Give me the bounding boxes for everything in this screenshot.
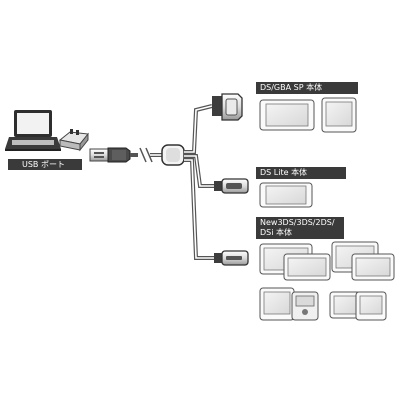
- usb-port-label: USB ポート: [8, 159, 82, 170]
- usb-plug-icon: [89, 147, 131, 163]
- ac-adapter-icon: [58, 129, 89, 152]
- new3ds-label-line1: New3DS/3DS/2DS/: [260, 218, 335, 227]
- new3ds-label: New3DS/3DS/2DS/ DSi 本体: [256, 217, 344, 239]
- cable-hub: [161, 144, 185, 166]
- gba-sp-consoles: [259, 97, 357, 133]
- new3ds-connector-icon: [214, 250, 249, 266]
- ds-lite-console: [259, 182, 313, 208]
- main-cable: [130, 147, 162, 163]
- ds-lite-label: DS Lite 本体: [256, 167, 346, 179]
- gba-sp-label: DS/GBA SP 本体: [256, 82, 358, 94]
- ds-lite-connector-icon: [214, 178, 249, 194]
- new3ds-consoles: [259, 241, 395, 321]
- laptop-icon: [5, 110, 61, 151]
- new3ds-label-line2: DSi 本体: [260, 228, 293, 237]
- gba-sp-connector-icon: [212, 93, 243, 121]
- branch-cables: [184, 104, 214, 260]
